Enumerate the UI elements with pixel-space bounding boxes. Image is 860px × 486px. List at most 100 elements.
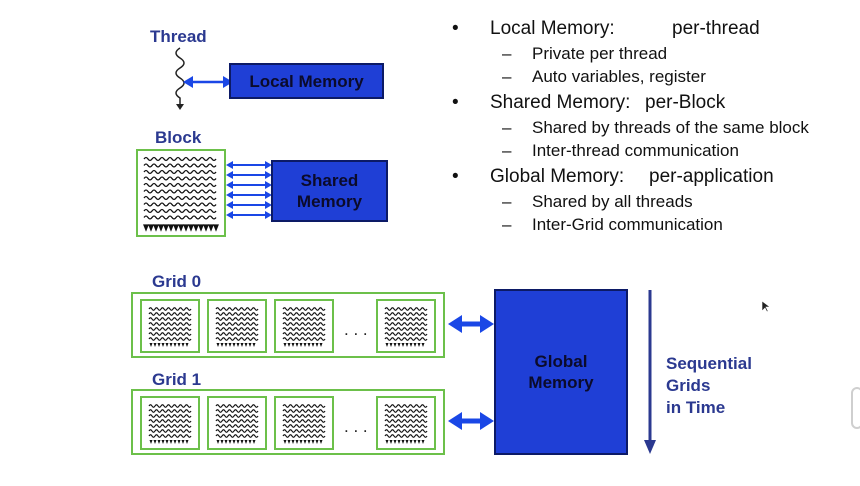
thread-arrowhead	[165, 440, 169, 444]
thread-arrowhead	[397, 343, 401, 347]
thread-arrowhead	[393, 343, 397, 347]
block-label: Block	[155, 128, 202, 147]
thread-arrowhead	[307, 343, 311, 347]
grid0-ellipsis: . . .	[344, 320, 368, 339]
thread-wave	[282, 307, 326, 311]
thread-arrowhead	[417, 440, 421, 444]
thread-arrowhead	[193, 224, 199, 232]
grid-block-threads	[282, 404, 326, 444]
local-memory-arrow	[183, 76, 233, 88]
thread-wave	[148, 322, 192, 326]
thread-arrowhead	[283, 343, 287, 347]
thread-wave	[282, 332, 326, 336]
sub-bullet: –Auto variables, register	[502, 67, 706, 86]
thread-arrowhead	[319, 343, 323, 347]
thread-wave	[148, 332, 192, 336]
thread-arrowhead	[161, 440, 165, 444]
thread-wave	[282, 434, 326, 438]
thread-arrowhead	[405, 343, 409, 347]
thread-arrowhead	[307, 440, 311, 444]
grid-block	[274, 299, 334, 353]
bullet-label: Shared Memory:	[490, 92, 631, 113]
sub-bullet: –Shared by threads of the same block	[502, 118, 809, 137]
grid0-box: . . .	[131, 292, 445, 358]
thread-arrowhead	[303, 343, 307, 347]
thread-wave	[282, 312, 326, 316]
bullet-scope: per-thread	[672, 18, 760, 39]
thread-wave	[282, 327, 326, 331]
thread-wave	[143, 215, 217, 220]
thread-squiggle	[175, 47, 185, 104]
bullet-dot: •	[452, 166, 459, 187]
thread-wave	[148, 414, 192, 418]
thread-arrowhead	[401, 343, 405, 347]
thread-arrowhead	[149, 343, 153, 347]
sequential-line2: Grids	[666, 376, 711, 395]
thread-arrowhead	[291, 343, 295, 347]
shared-memory-label-line2: Memory	[296, 192, 363, 211]
thread-arrowhead	[220, 343, 224, 347]
thread-arrowhead	[409, 440, 413, 444]
sub-bullet: –Private per thread	[502, 44, 668, 63]
shared-memory-arrows	[226, 161, 272, 219]
thread-arrowhead	[216, 440, 220, 444]
thread-arrowhead	[148, 224, 154, 232]
shared-arrowhead	[226, 161, 233, 169]
thread-wave	[143, 163, 217, 168]
bullet-dot: •	[452, 92, 459, 113]
thread-wave	[215, 337, 259, 341]
thread-wave	[143, 202, 217, 207]
thread-arrowhead	[244, 440, 248, 444]
thread-arrowhead	[401, 440, 405, 444]
thread-wave	[148, 404, 192, 408]
shared-arrowhead	[226, 201, 233, 209]
thread-wave	[384, 404, 428, 408]
thread-arrowhead	[389, 343, 393, 347]
sub-bullet-text: Auto variables, register	[532, 67, 706, 86]
thread-arrowhead	[389, 440, 393, 444]
thread-arrowhead	[165, 343, 169, 347]
shared-arrowhead	[265, 181, 272, 189]
shared-arrowhead	[226, 171, 233, 179]
thread-wave	[215, 332, 259, 336]
thread-arrowhead	[173, 343, 177, 347]
thread-arrowhead	[421, 343, 425, 347]
side-scroll-handle[interactable]	[851, 387, 860, 429]
thread-wave	[148, 327, 192, 331]
sub-bullet: –Inter-thread communication	[502, 141, 739, 160]
thread-arrowhead	[161, 343, 165, 347]
thread-wave	[215, 307, 259, 311]
thread-wave	[282, 414, 326, 418]
thread-arrowhead	[173, 440, 177, 444]
thread-arrowhead	[183, 224, 189, 232]
thread-arrowhead	[157, 343, 161, 347]
thread-wave	[148, 317, 192, 321]
thread-wave	[148, 419, 192, 423]
sequential-line3: in Time	[666, 398, 726, 417]
thread-wave	[384, 312, 428, 316]
thread-arrowhead	[248, 440, 252, 444]
thread-arrowhead	[178, 224, 184, 232]
thread-wave	[215, 429, 259, 433]
thread-wave	[282, 424, 326, 428]
grid1-label: Grid 1	[152, 370, 202, 389]
sequential-line1: Sequential	[666, 354, 752, 373]
grid-block-threads	[384, 404, 428, 444]
thread-arrowhead	[236, 343, 240, 347]
thread-wave	[384, 327, 428, 331]
grid-block	[140, 299, 200, 353]
thread-arrowhead	[176, 104, 184, 110]
thread-wave	[215, 419, 259, 423]
thread-wave	[143, 176, 217, 181]
grid1-box: . . .	[131, 389, 445, 455]
thread-wave	[148, 409, 192, 413]
thread-arrowhead	[169, 440, 173, 444]
thread-arrowhead	[319, 440, 323, 444]
thread-wave	[215, 414, 259, 418]
thread-arrowhead	[143, 224, 149, 232]
thread-wave	[143, 208, 217, 214]
thread-wave	[282, 419, 326, 423]
thread-arrowhead	[291, 440, 295, 444]
thread-arrowhead	[240, 343, 244, 347]
grid-block	[207, 396, 267, 450]
